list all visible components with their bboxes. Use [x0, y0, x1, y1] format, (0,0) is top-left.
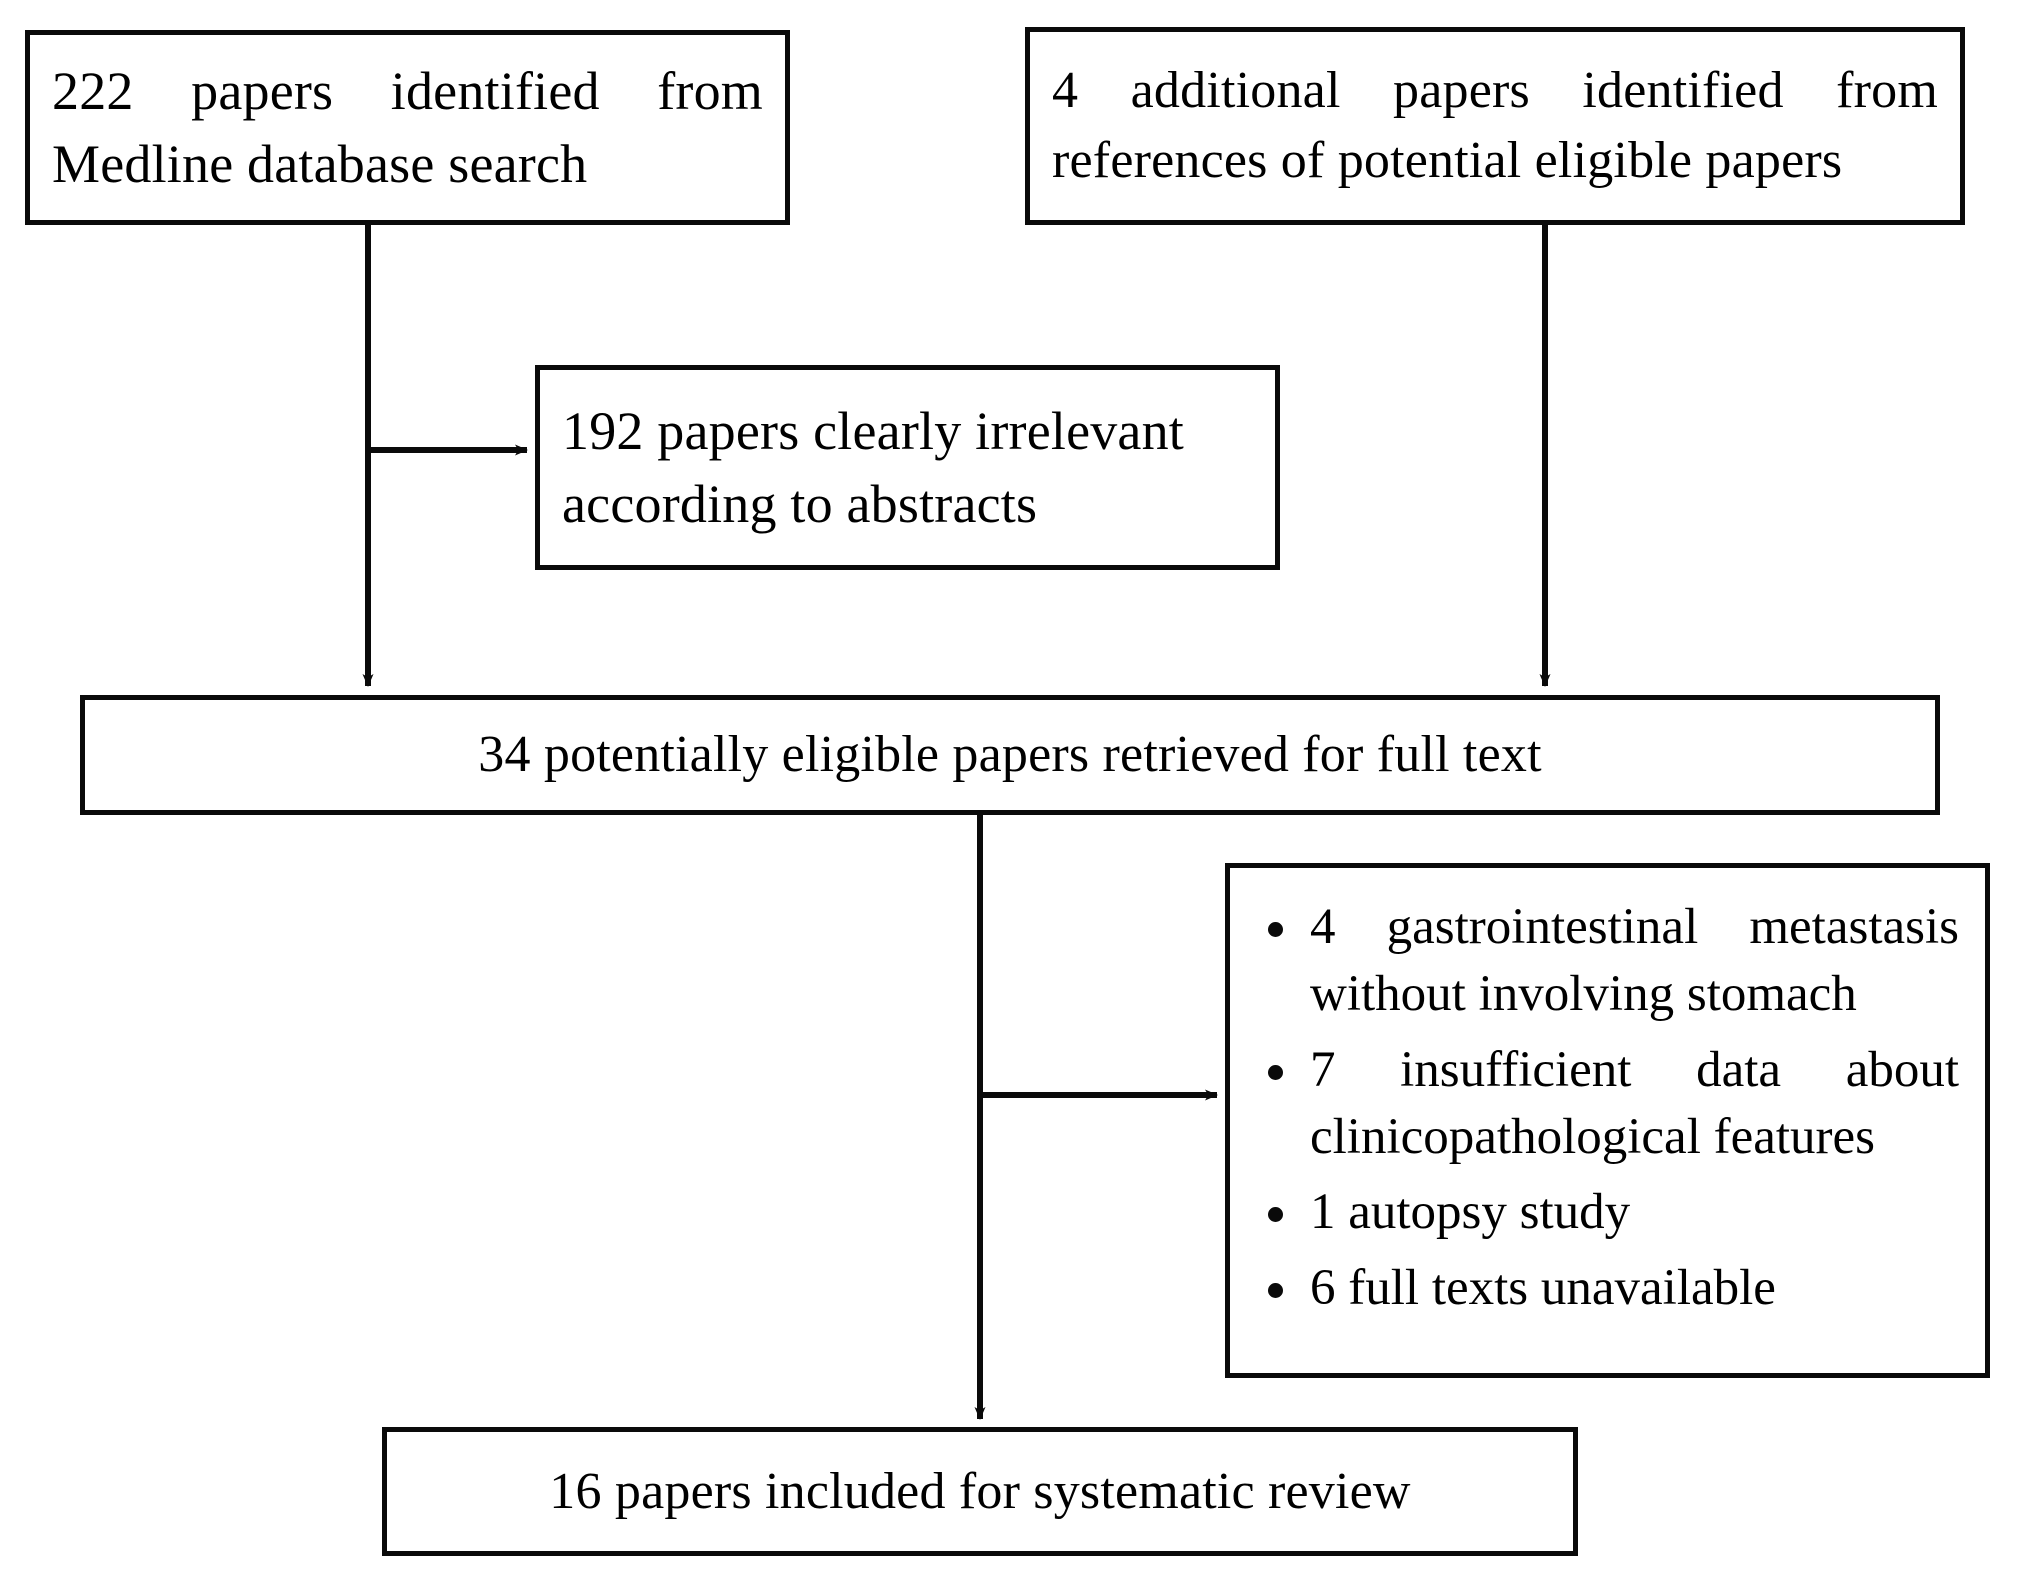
- list-item: 6 full texts unavailable: [1260, 1255, 1959, 1322]
- exclusion-item-text: 4 gastrointestinal metastasis without in…: [1310, 899, 1959, 1023]
- box-medline-search-text: 222 papers identified from Medline datab…: [52, 61, 763, 194]
- box-included-papers: 16 papers included for systematic review: [382, 1427, 1578, 1556]
- box-additional-refs-text: 4 additional papers identified from refe…: [1052, 62, 1938, 189]
- exclusion-item-text: 7 insufficient data about clinicopatholo…: [1310, 1041, 1959, 1165]
- box-irrelevant-papers-text: 192 papers clearly irrelevant according …: [562, 401, 1185, 534]
- bullet-icon: [1268, 922, 1283, 937]
- exclusion-item-text: 6 full texts unavailable: [1310, 1259, 1776, 1316]
- box-exclusion-reasons: 4 gastrointestinal metastasis without in…: [1225, 863, 1990, 1378]
- list-item: 4 gastrointestinal metastasis without in…: [1260, 894, 1959, 1029]
- box-included-papers-text: 16 papers included for systematic review: [549, 1462, 1411, 1520]
- box-medline-search: 222 papers identified from Medline datab…: [25, 30, 790, 225]
- bullet-icon: [1268, 1282, 1283, 1298]
- box-eligible-fulltext: 34 potentially eligible papers retrieved…: [80, 695, 1940, 815]
- exclusion-item-text: 1 autopsy study: [1310, 1184, 1631, 1241]
- box-irrelevant-papers: 192 papers clearly irrelevant according …: [535, 365, 1280, 570]
- exclusion-reason-list: 4 gastrointestinal metastasis without in…: [1230, 868, 1985, 1330]
- bullet-icon: [1268, 1207, 1283, 1223]
- list-item: 1 autopsy study: [1260, 1179, 1959, 1246]
- box-eligible-fulltext-text: 34 potentially eligible papers retrieved…: [478, 726, 1542, 784]
- bullet-icon: [1268, 1064, 1283, 1080]
- list-item: 7 insufficient data about clinicopatholo…: [1260, 1037, 1959, 1172]
- box-additional-refs: 4 additional papers identified from refe…: [1025, 27, 1965, 225]
